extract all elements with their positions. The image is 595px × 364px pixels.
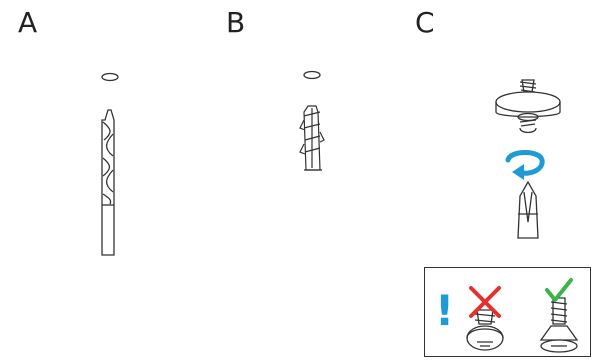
rotation-arrowhead-icon bbox=[512, 164, 524, 180]
countersunk-screw-checked-icon bbox=[539, 278, 579, 353]
step-a-label: A bbox=[18, 6, 38, 39]
step-b-label: B bbox=[226, 6, 246, 39]
screwdriver-icon bbox=[517, 180, 539, 239]
pan-head-screw-crossed-icon bbox=[466, 286, 504, 351]
wall-plug-icon bbox=[299, 105, 325, 171]
screw-comparison bbox=[466, 278, 579, 353]
hole-marker-b bbox=[303, 70, 321, 80]
rotation-arrow-icon bbox=[505, 150, 545, 176]
warning-exclamation: ! bbox=[435, 286, 455, 335]
screw-with-base-icon bbox=[495, 79, 561, 134]
step-c-label: C bbox=[415, 6, 435, 39]
warning-box: ! bbox=[424, 267, 591, 357]
check-mark-icon bbox=[545, 278, 573, 302]
drill-bit-icon bbox=[101, 109, 115, 256]
hole-marker-a bbox=[101, 72, 119, 82]
cross-mark-icon bbox=[469, 286, 501, 318]
